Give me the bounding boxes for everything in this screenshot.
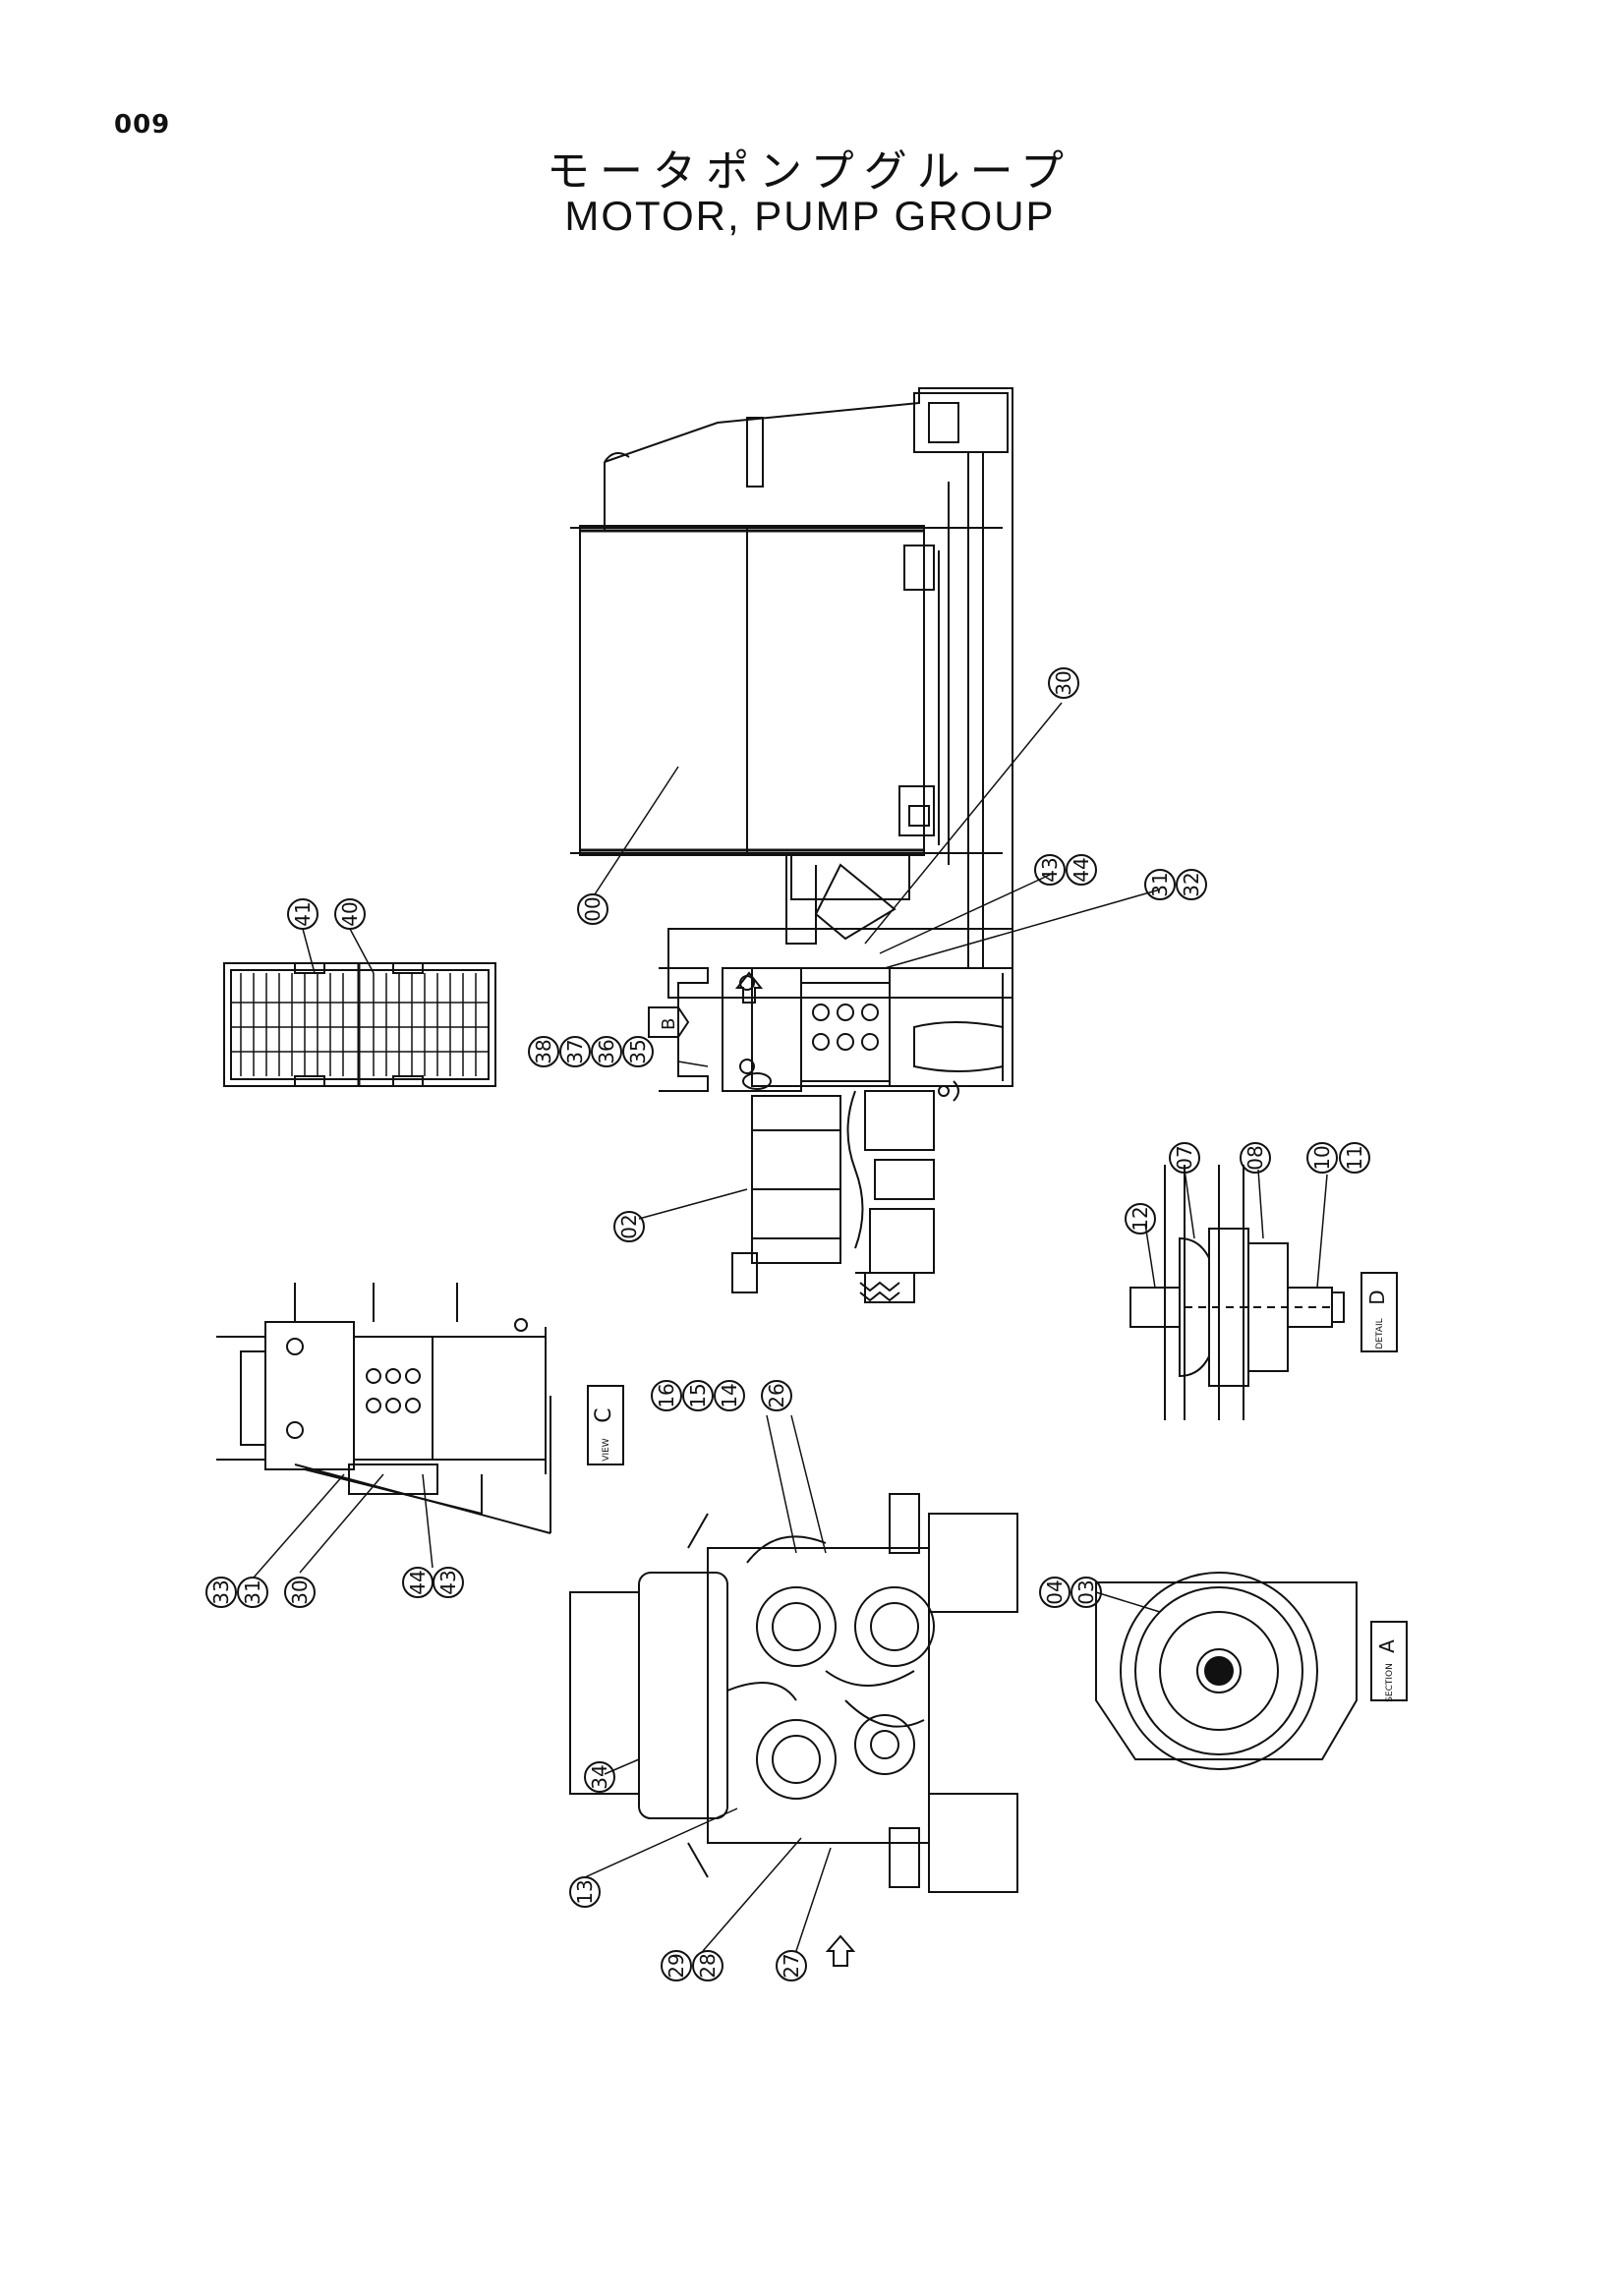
svg-text:31: 31 (1148, 872, 1172, 896)
svg-text:00: 00 (581, 896, 605, 921)
svg-text:11: 11 (1343, 1145, 1366, 1170)
svg-text:08: 08 (1244, 1145, 1267, 1170)
grating-panels (223, 962, 496, 1087)
svg-text:SECTION: SECTION (1385, 1663, 1395, 1702)
callout-11: 11 (1339, 1142, 1370, 1174)
callout-32-top: 32 (1176, 869, 1207, 900)
svg-text:03: 03 (1074, 1579, 1098, 1604)
title-japanese: モータポンプグループ (546, 146, 1074, 197)
callout-29: 29 (661, 1950, 692, 1981)
callout-26: 26 (761, 1380, 792, 1411)
view-label-c: C VIEW (587, 1385, 624, 1465)
svg-text:44: 44 (406, 1570, 430, 1594)
callout-03: 03 (1070, 1577, 1102, 1608)
svg-text:43: 43 (1038, 857, 1062, 882)
callout-04: 04 (1039, 1577, 1070, 1608)
callout-15: 15 (682, 1380, 714, 1411)
callout-08: 08 (1240, 1142, 1271, 1174)
svg-text:D: D (1365, 1290, 1389, 1304)
callout-33: 33 (205, 1577, 237, 1608)
callout-41: 41 (287, 898, 318, 930)
view-c-side (216, 1283, 551, 1534)
callout-31-left: 31 (237, 1577, 268, 1608)
callout-12: 12 (1125, 1203, 1156, 1234)
detail-d-coupling (1129, 1165, 1345, 1420)
callout-00: 00 (577, 893, 608, 925)
callout-44-top: 44 (1066, 854, 1097, 886)
callout-13: 13 (569, 1876, 601, 1908)
callout-07: 07 (1169, 1142, 1200, 1174)
svg-text:30: 30 (288, 1579, 312, 1604)
callout-16: 16 (651, 1380, 682, 1411)
svg-text:33: 33 (209, 1579, 233, 1604)
svg-text:10: 10 (1310, 1145, 1334, 1170)
callout-34: 34 (584, 1761, 615, 1793)
svg-text:C: C (592, 1407, 616, 1422)
svg-text:36: 36 (595, 1039, 618, 1063)
leader-lines (253, 702, 1328, 1952)
svg-text:DETAIL: DETAIL (1375, 1318, 1385, 1349)
callout-35: 35 (622, 1036, 654, 1067)
svg-text:40: 40 (338, 901, 362, 926)
svg-text:04: 04 (1043, 1579, 1067, 1604)
pump-front-view (569, 1493, 1018, 1967)
callout-37: 37 (559, 1036, 591, 1067)
svg-text:B: B (659, 1018, 679, 1030)
svg-text:16: 16 (655, 1383, 678, 1407)
svg-text:41: 41 (291, 901, 315, 926)
svg-text:26: 26 (765, 1383, 788, 1407)
svg-text:07: 07 (1173, 1145, 1196, 1170)
svg-text:38: 38 (532, 1039, 555, 1063)
callout-44-left: 44 (402, 1567, 434, 1598)
callout-28: 28 (692, 1950, 723, 1981)
svg-text:37: 37 (563, 1039, 587, 1063)
callout-10: 10 (1306, 1142, 1338, 1174)
svg-text:34: 34 (588, 1764, 611, 1789)
svg-text:12: 12 (1128, 1206, 1152, 1231)
view-label-b: B (648, 1006, 690, 1038)
svg-text:43: 43 (436, 1570, 460, 1594)
svg-text:15: 15 (686, 1383, 710, 1407)
svg-text:32: 32 (1180, 872, 1203, 896)
callout-36: 36 (591, 1036, 622, 1067)
title-english: MOTOR, PUMP GROUP (564, 193, 1056, 239)
callout-43-left: 43 (433, 1567, 464, 1598)
svg-text:02: 02 (617, 1214, 641, 1238)
callout-14: 14 (714, 1380, 745, 1411)
svg-text:28: 28 (696, 1953, 720, 1978)
callout-27: 27 (776, 1950, 807, 1981)
page-number: 009 (114, 110, 171, 140)
callout-30-left: 30 (284, 1577, 316, 1608)
callout-31-top: 31 (1144, 869, 1176, 900)
callout-30-top: 30 (1048, 667, 1079, 699)
svg-text:44: 44 (1070, 857, 1093, 882)
main-assembly-top-view (570, 387, 1013, 1303)
svg-text:31: 31 (241, 1579, 264, 1604)
svg-text:35: 35 (626, 1039, 650, 1063)
callout-40: 40 (334, 898, 366, 930)
callout-38: 38 (528, 1036, 559, 1067)
callout-43-top: 43 (1034, 854, 1066, 886)
view-label-a: A SECTION (1370, 1621, 1408, 1702)
callout-02: 02 (613, 1211, 645, 1242)
svg-text:30: 30 (1052, 670, 1075, 695)
svg-text:29: 29 (665, 1953, 688, 1978)
view-label-d: D DETAIL (1360, 1272, 1398, 1352)
section-a-gear (1095, 1572, 1358, 1770)
callouts: 00 02 03 04 07 08 10 (205, 667, 1370, 1981)
svg-text:13: 13 (573, 1879, 597, 1904)
svg-text:14: 14 (718, 1383, 741, 1407)
svg-text:A: A (1375, 1639, 1399, 1653)
svg-text:VIEW: VIEW (602, 1438, 611, 1461)
svg-text:27: 27 (780, 1953, 803, 1978)
